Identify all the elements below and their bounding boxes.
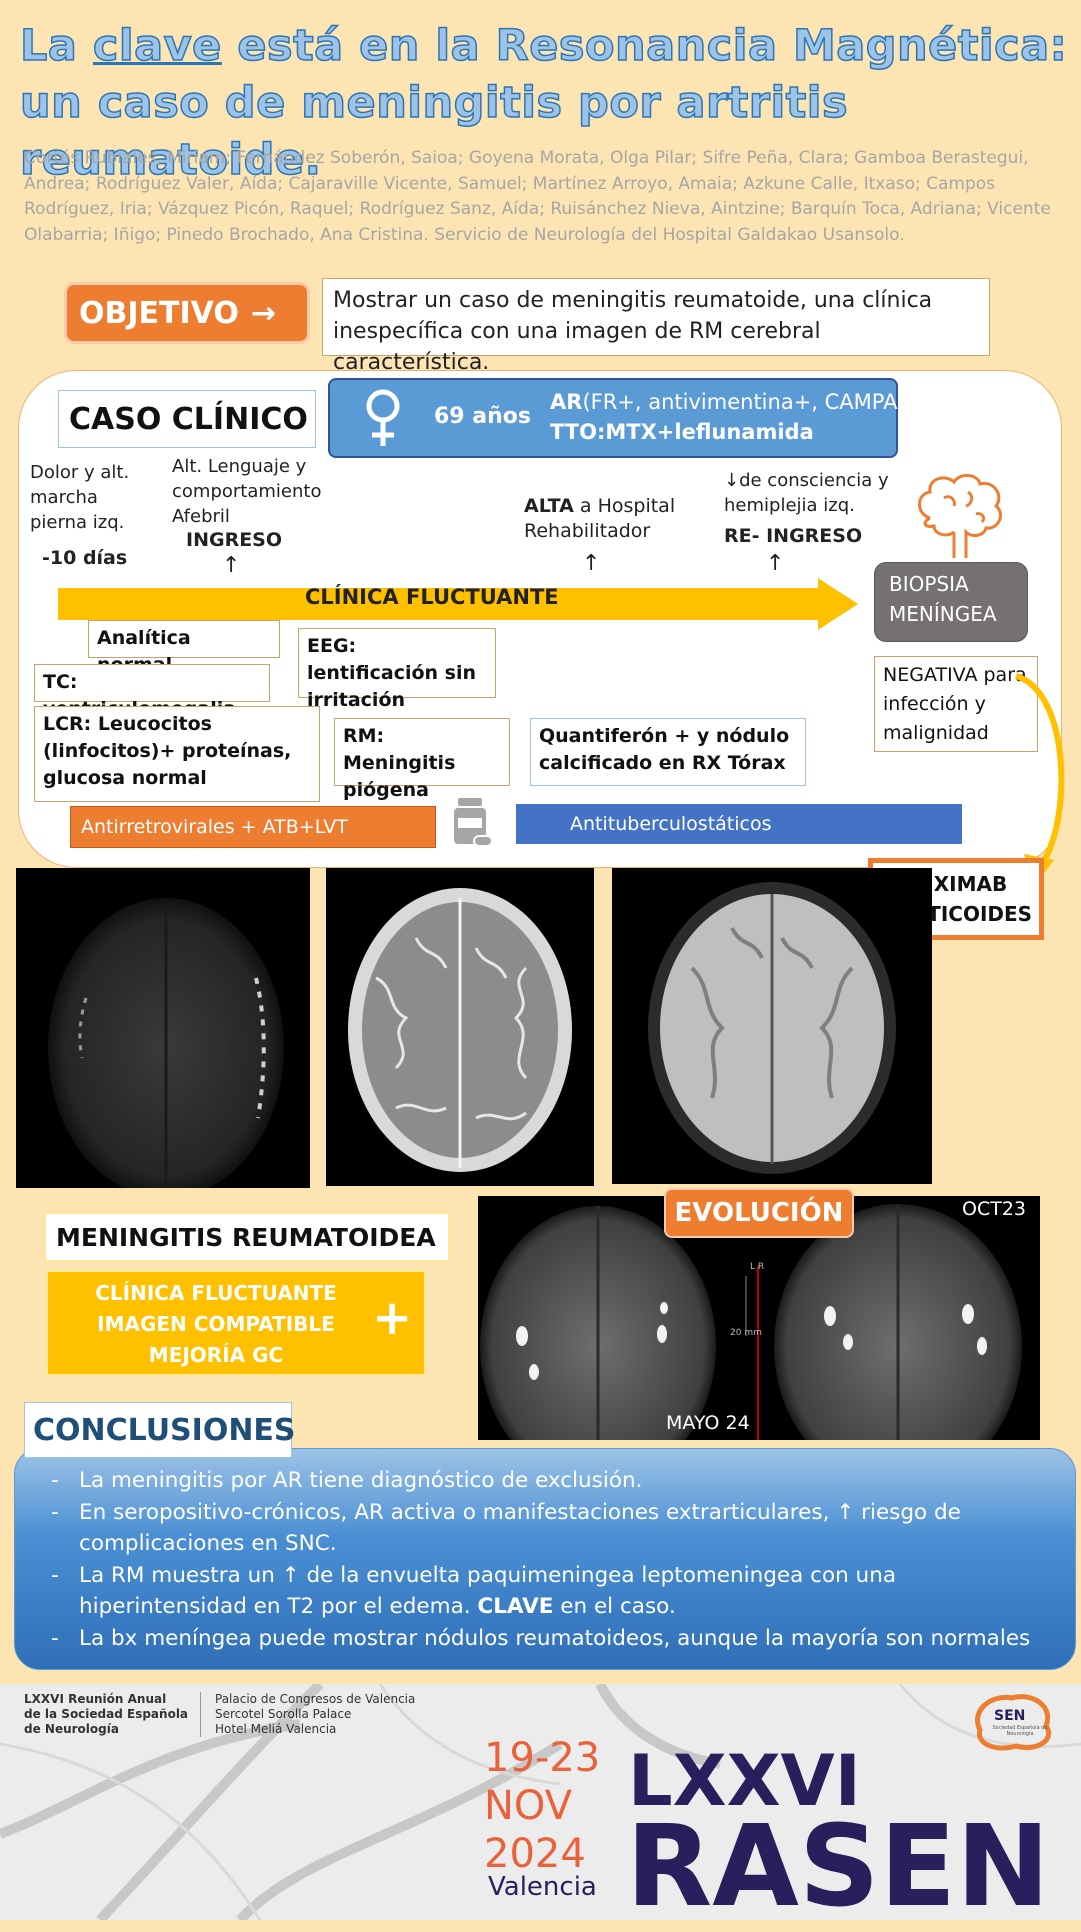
ar-detail: (FR+, antivimentina+, CAMPA+) xyxy=(582,390,924,414)
criteria-item: IMAGEN COMPATIBLE xyxy=(97,1312,335,1336)
treatment-antituberculostatic: Antituberculostáticos xyxy=(516,804,962,844)
event-3-rest: a Hospital xyxy=(573,495,676,517)
evolution-images xyxy=(478,1196,1040,1440)
event-dates: 19-23 NOV 2024 xyxy=(484,1734,600,1878)
patient-ar: AR(FR+, antivimentina+, CAMPA+) xyxy=(550,390,923,414)
conclusions-title: CONCLUSIONES xyxy=(24,1402,296,1458)
mri-image-flair xyxy=(612,868,932,1184)
finding-analitica: Analítica normal xyxy=(88,620,280,676)
meningitis-title: MENINGITIS REUMATOIDEA xyxy=(44,1212,450,1262)
ar-bold: AR xyxy=(550,390,583,414)
biopsy-box: BIOPSIA MENÍNGEA xyxy=(874,562,1028,642)
event-1-time: -10 días xyxy=(42,547,128,569)
venue-line: Sercotel Sorolla Palace xyxy=(215,1707,352,1721)
title-line-2: un caso de meningitis por artritis reuma… xyxy=(19,77,849,186)
timeline-arrow xyxy=(58,578,858,630)
event-line: Rehabilitador xyxy=(524,520,651,542)
finding-quantiferon: Quantiferón + y nódulo calcificado en RX… xyxy=(530,718,806,786)
event-line: ↓de consciencia y xyxy=(724,470,889,491)
date-line: NOV xyxy=(484,1783,573,1829)
event-1-text: Dolor y alt. marcha pierna izq. xyxy=(30,460,129,535)
timeline-label: CLÍNICA FLUCTUANTE xyxy=(305,585,559,609)
finding-lcr: LCR: Leucocitos (linfocitos)+ proteínas,… xyxy=(34,706,320,802)
plus-icon: + xyxy=(372,1290,413,1346)
event-line: comportamiento xyxy=(172,481,322,502)
event-line: Alt. Lenguaje y xyxy=(172,456,307,477)
mri-image-t2 xyxy=(326,868,594,1186)
finding-eeg: EEG: lentificación sin irritación xyxy=(298,628,496,711)
meeting-line: de Neurología xyxy=(24,1722,119,1736)
up-arrow-icon: ↑ xyxy=(222,553,241,578)
finding-rm: RM: Meningitis piógena difusa xyxy=(334,718,510,828)
conclusions-panel: La meningitis por AR tiene diagnóstico d… xyxy=(14,1448,1076,1670)
conclusion-bold: CLAVE xyxy=(477,1594,554,1619)
meeting-name: LXXVI Reunión Anual de la Sociedad Españ… xyxy=(24,1692,188,1737)
meningitis-criteria: CLÍNICA FLUCTUANTE IMAGEN COMPATIBLE MEJ… xyxy=(46,1270,426,1376)
objetivo-text: Mostrar un caso de meningitis reumatoide… xyxy=(322,278,990,375)
event-line: pierna izq. xyxy=(30,512,125,533)
footer-banner xyxy=(0,1684,1081,1920)
sen-logo-subtext: Sociedad Española de Neurología xyxy=(992,1725,1048,1737)
objetivo-label: OBJETIVO → xyxy=(64,282,310,344)
patient-banner xyxy=(328,378,898,458)
event-city: Valencia xyxy=(488,1872,597,1902)
criteria-item: MEJORÍA GC xyxy=(148,1343,284,1367)
title-part: La xyxy=(19,20,93,72)
lr-marker: L R xyxy=(750,1262,765,1272)
case-title: CASO CLÍNICO xyxy=(58,390,316,448)
event-line: marcha xyxy=(30,487,98,508)
evolution-date-left: MAYO 24 xyxy=(666,1412,750,1434)
event-4-text: ↓de consciencia y hemiplejia izq. xyxy=(724,468,889,518)
up-arrow-icon: ↑ xyxy=(582,551,601,576)
patient-treatment: TTO:MTX+leflunamida xyxy=(550,420,814,444)
brain-icon xyxy=(918,474,1002,558)
conclusion-item: La meningitis por AR tiene diagnóstico d… xyxy=(33,1465,1061,1497)
patient-age: 69 años xyxy=(434,404,531,429)
event-2-text: Alt. Lenguaje y comportamiento Afebril xyxy=(172,454,321,529)
date-line: 2024 xyxy=(484,1831,586,1877)
poster-title: La clave está en la Resonancia Magnética… xyxy=(19,18,1070,189)
venues: Palacio de Congresos de Valencia Sercote… xyxy=(200,1692,415,1737)
sen-logo xyxy=(975,1694,1051,1751)
scale-marker: 20 mm xyxy=(730,1328,762,1338)
meeting-line: LXXVI Reunión Anual xyxy=(24,1692,167,1706)
pill-bottle-icon xyxy=(454,798,493,847)
event-2-label: INGRESO xyxy=(186,529,283,551)
finding-tc: TC: ventriculomegalia xyxy=(34,664,270,720)
conclusion-tail: en el caso. xyxy=(553,1594,676,1619)
venue-line: Hotel Meliá Valencia xyxy=(215,1722,337,1736)
mri-image-dwi xyxy=(16,868,310,1188)
authors: Cortés Rubiales, Miriam; Fernández Sober… xyxy=(24,148,1051,245)
event-line: Dolor y alt. xyxy=(30,462,130,483)
title-underlined-word: clave xyxy=(92,20,222,72)
brand-lxxvi: LXXVI xyxy=(628,1740,861,1822)
arrow-right-icon: → xyxy=(250,295,276,331)
evolution-date-right: OCT23 xyxy=(962,1198,1027,1220)
event-3-text: ALTA a Hospital Rehabilitador xyxy=(524,494,675,544)
treatment-antiretroviral: Antirretrovirales + ATB+LVT xyxy=(70,806,436,848)
conclusion-item: La bx meníngea puede mostrar nódulos reu… xyxy=(33,1623,1061,1655)
brand-rasen: RASEN xyxy=(626,1802,1050,1932)
evolution-label: EVOLUCIÓN xyxy=(664,1188,854,1238)
objetivo-label-text: OBJETIVO xyxy=(79,295,239,331)
sen-logo-text: SEN xyxy=(994,1708,1026,1724)
venue-line: Palacio de Congresos de Valencia xyxy=(215,1692,416,1706)
female-icon xyxy=(366,389,400,446)
event-3-bold: ALTA xyxy=(524,495,574,517)
event-line: hemiplejia izq. xyxy=(724,495,855,516)
up-arrow-icon: ↑ xyxy=(766,551,785,576)
conclusion-item: La RM muestra un ↑ de la envuelta paquim… xyxy=(33,1560,1061,1623)
title-part: está en la Resonancia Magnética: xyxy=(221,20,1068,72)
conclusion-item: En seropositivo-crónicos, AR activa o ma… xyxy=(33,1497,1061,1560)
event-line: Afebril xyxy=(172,506,230,527)
meeting-line: de la Sociedad Española xyxy=(24,1707,189,1721)
date-line: 19-23 xyxy=(484,1735,601,1781)
biopsy-result: NEGATIVA para infección y malignidad xyxy=(874,656,1038,752)
conclusion-text: La RM muestra un ↑ de la envuelta paquim… xyxy=(79,1562,896,1620)
criteria-item: CLÍNICA FLUCTUANTE xyxy=(95,1281,337,1305)
event-4-label: RE- INGRESO xyxy=(724,525,863,547)
